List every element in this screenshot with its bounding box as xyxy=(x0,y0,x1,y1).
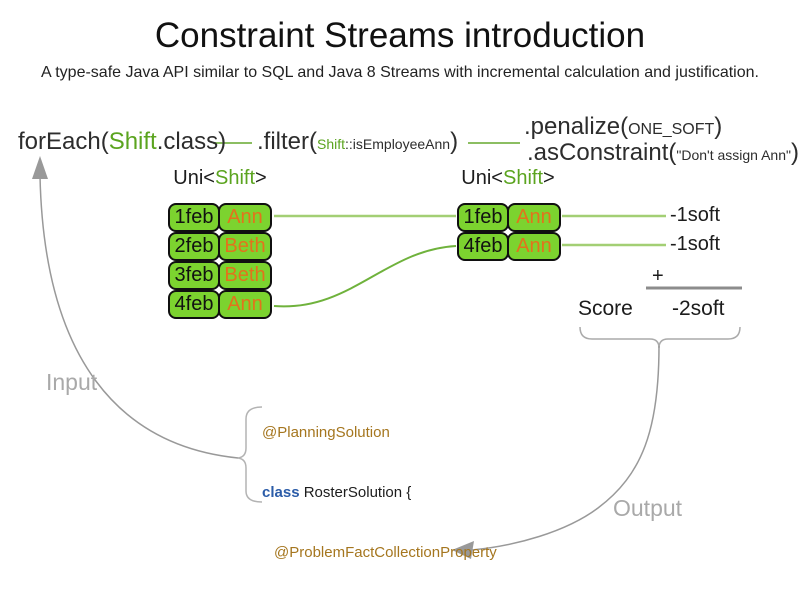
score-total: -2soft xyxy=(672,297,725,320)
output-arrowhead-icon xyxy=(452,541,474,559)
right-stream-type-label: Uni<Shift> xyxy=(455,167,561,190)
output-label: Output xyxy=(613,495,683,521)
expr-foreach-post: .class) xyxy=(156,128,227,155)
expr-penalize-pre: .penalize( xyxy=(524,113,629,140)
shift-employee-cell: Ann xyxy=(218,290,272,319)
shift-date-cell: 4feb xyxy=(457,232,509,261)
code-line: class RosterSolution { xyxy=(262,483,508,503)
expr-filter-method: ::isEmployeeAnn xyxy=(345,136,451,152)
penalty-value-1: -1soft xyxy=(670,204,721,226)
output-arrow-curve xyxy=(471,345,660,551)
code-text: RosterSolution { xyxy=(299,484,412,501)
expr-foreach: forEach(Shift.class) xyxy=(18,128,226,156)
shift-employee-cell: Beth xyxy=(218,232,272,261)
expr-filter-post: ) xyxy=(450,128,459,155)
shift-employee-cell: Beth xyxy=(218,261,272,290)
expr-penalize: .penalize(ONE_SOFT) xyxy=(524,113,722,141)
expr-foreach-class: Shift xyxy=(108,128,157,155)
code-annotation: @PlanningSolution xyxy=(262,424,390,441)
shift-employee-cell: Ann xyxy=(218,203,272,232)
expr-filter: .filter(Shift::isEmployeeAnn) xyxy=(257,128,458,156)
code-keyword: class xyxy=(262,484,300,501)
expr-filter-class: Shift xyxy=(317,136,346,152)
left-stream-type-label: Uni<Shift> xyxy=(168,167,272,190)
shift-date-cell: 2feb xyxy=(168,232,220,261)
expr-asconstraint-pre: .asConstraint( xyxy=(527,139,677,166)
table-row: 4feb Ann xyxy=(457,232,561,261)
input-arrow-curve xyxy=(39,175,239,459)
shift-employee-cell: Ann xyxy=(507,232,561,261)
code-block: @PlanningSolution class RosterSolution {… xyxy=(262,383,508,600)
code-input-brace xyxy=(237,406,263,503)
right-stream-table: 1feb Ann 4feb Ann xyxy=(457,203,561,261)
right-type-class: Shift xyxy=(502,167,544,189)
shift-date-cell: 1feb xyxy=(457,203,509,232)
code-annotation: @ProblemFactCollectionProperty xyxy=(274,544,497,561)
penalty-value-2: -1soft xyxy=(670,233,721,255)
right-type-pre: Uni< xyxy=(461,167,503,189)
shift-employee-cell: Ann xyxy=(507,203,561,232)
score-underbrace xyxy=(579,326,741,349)
table-row: 4feb Ann xyxy=(168,290,272,319)
left-type-post: > xyxy=(255,167,267,189)
expr-foreach-pre: forEach( xyxy=(18,128,109,155)
table-row: 1feb Ann xyxy=(457,203,561,232)
score-label: Score xyxy=(578,297,633,320)
table-row: 2feb Beth xyxy=(168,232,272,261)
expr-asconstraint-post: ) xyxy=(790,139,799,166)
page-title: Constraint Streams introduction xyxy=(154,16,646,55)
left-type-pre: Uni< xyxy=(173,167,215,189)
plus-sign: + xyxy=(652,265,664,287)
code-line: @ProblemFactCollectionProperty xyxy=(262,543,508,563)
input-arrowhead-icon xyxy=(32,156,48,179)
left-type-class: Shift xyxy=(214,167,256,189)
left-stream-table: 1feb Ann 2feb Beth 3feb Beth 4feb Ann xyxy=(168,203,272,319)
expr-penalize-arg: ONE_SOFT xyxy=(628,121,715,138)
shift-date-cell: 4feb xyxy=(168,290,220,319)
table-row: 1feb Ann xyxy=(168,203,272,232)
expr-asconstraint-arg: "Don't assign Ann" xyxy=(676,147,791,163)
right-type-post: > xyxy=(543,167,555,189)
input-label: Input xyxy=(46,369,98,395)
expr-penalize-post: ) xyxy=(714,113,723,140)
code-line: @PlanningSolution xyxy=(262,423,508,443)
expr-asconstraint: .asConstraint("Don't assign Ann") xyxy=(527,139,799,167)
shift-date-cell: 3feb xyxy=(168,261,220,290)
subtitle: A type-safe Java API similar to SQL and … xyxy=(41,64,759,81)
expr-filter-pre: .filter( xyxy=(257,128,317,155)
match-curve-4feb xyxy=(273,245,457,308)
shift-date-cell: 1feb xyxy=(168,203,220,232)
table-row: 3feb Beth xyxy=(168,261,272,290)
